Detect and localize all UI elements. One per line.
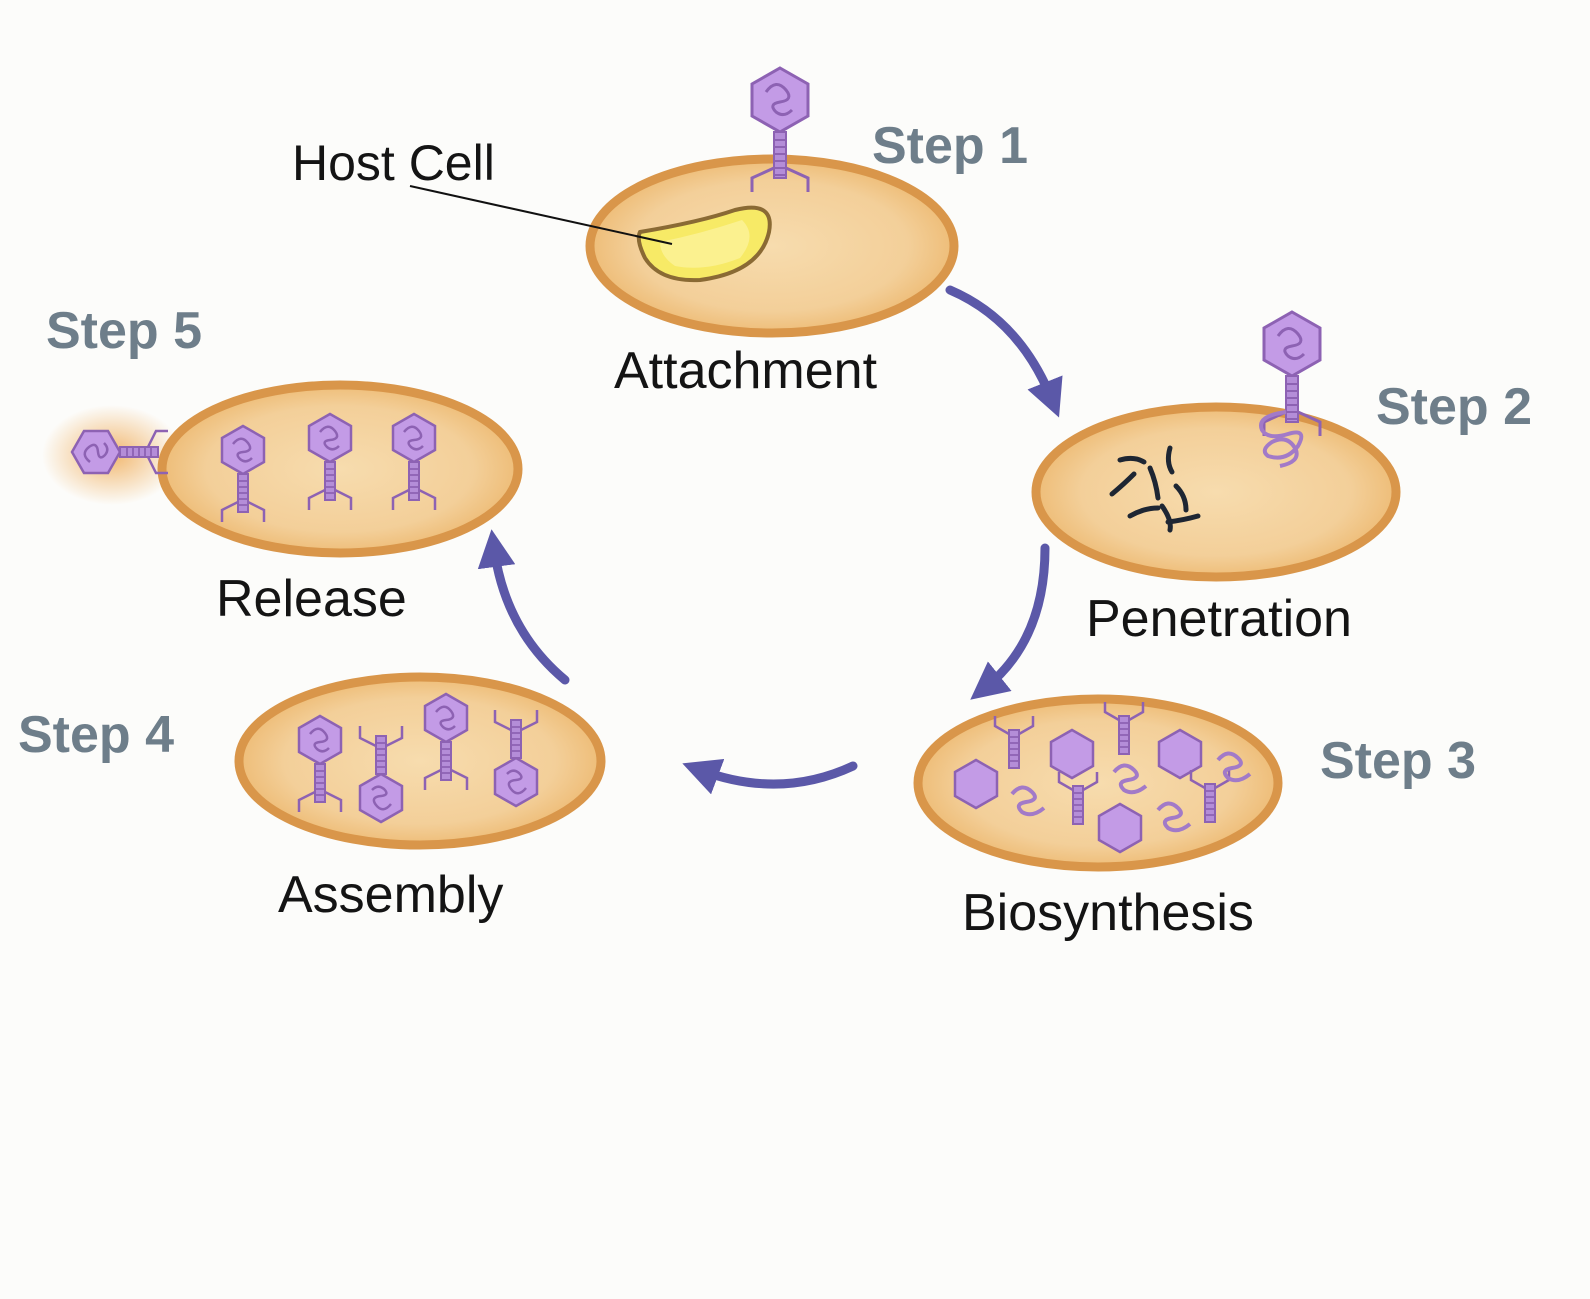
penetration-cell — [1031, 310, 1401, 582]
release-label: Release — [216, 570, 407, 628]
attachment-label: Attachment — [614, 342, 878, 400]
step-4-label: Step 4 — [18, 706, 174, 764]
capsid-icon — [953, 758, 999, 810]
callout-leader-line — [409, 185, 673, 245]
penetration-label: Penetration — [1086, 590, 1352, 648]
step-1-label: Step 1 — [872, 117, 1028, 175]
injected-dna-icon — [1259, 410, 1304, 468]
capsid-icon — [1049, 728, 1095, 780]
assembly-cell — [234, 672, 606, 850]
biosynthesis-label: Biosynthesis — [962, 884, 1254, 942]
release-cell — [42, 380, 523, 558]
cycle-arrow-icon — [970, 543, 1050, 700]
host-cell-callout: Host Cell — [292, 135, 495, 191]
capsid-icon — [1157, 728, 1203, 780]
biosynthesis-cell — [913, 694, 1283, 872]
assembly-label: Assembly — [278, 866, 503, 924]
cycle-arrow-icon — [477, 529, 570, 685]
step-2-label: Step 2 — [1376, 378, 1532, 436]
cycle-arrow-icon — [682, 758, 858, 795]
step-3-label: Step 3 — [1320, 732, 1476, 790]
cycle-arrow-icon — [945, 285, 1063, 418]
viral-dna-fragments-icon — [1109, 445, 1201, 533]
bacteriophage-icon — [1262, 310, 1322, 438]
step-5-label: Step 5 — [46, 302, 202, 360]
cycle-arrows — [477, 285, 1063, 795]
bacteriophage-icon — [750, 66, 810, 194]
attachment-cell — [585, 66, 959, 338]
capsid-icon — [1097, 802, 1143, 854]
